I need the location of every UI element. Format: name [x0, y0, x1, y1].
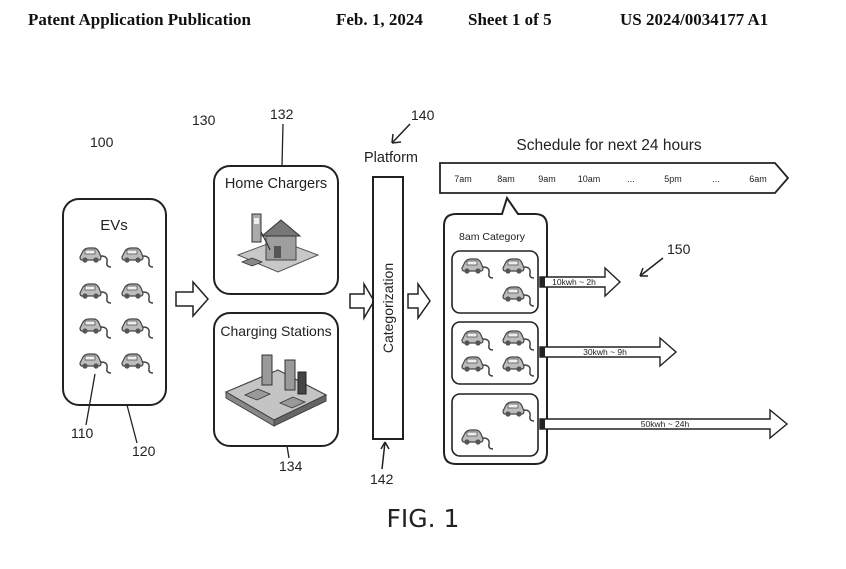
leader-142-arrow — [380, 441, 390, 470]
time-label: 10am — [578, 174, 601, 184]
platform-title: Platform — [364, 150, 418, 166]
category-row-3-box — [451, 393, 539, 457]
ref-134: 134 — [279, 458, 303, 474]
time-label: ... — [712, 174, 720, 184]
ref-132: 132 — [270, 106, 294, 122]
platform-to-category-arrow — [407, 281, 431, 321]
sheet-number: Sheet 1 of 5 — [468, 10, 552, 29]
leader-134 — [286, 445, 290, 459]
leader-150-arrow — [639, 257, 664, 277]
evs-title: EVs — [100, 217, 128, 234]
categorization-label: Categorization — [380, 263, 396, 353]
patent-number: US 2024/0034177 A1 — [620, 10, 769, 29]
category-row-3-label: 50kwh ~ 24h — [641, 419, 690, 429]
charging-stations-title: Charging Stations — [220, 323, 331, 339]
time-label: 6am — [749, 174, 767, 184]
category-row-2-label: 30kwh ~ 9h — [583, 347, 627, 357]
leader-140-arrow — [391, 123, 411, 144]
figure-caption: FIG. 1 — [386, 504, 460, 533]
ref-142: 142 — [370, 471, 394, 487]
house-charger-icon — [236, 213, 320, 273]
category-row-2-arrow — [539, 336, 678, 368]
time-label: 9am — [538, 174, 556, 184]
ref-150: 150 — [667, 241, 691, 257]
charging-station-icon — [224, 354, 328, 427]
row-3-arrow-base — [540, 419, 545, 429]
leader-110 — [85, 373, 96, 426]
time-label: 8am — [497, 174, 515, 184]
ref-100: 100 — [90, 134, 114, 150]
chargers-to-platform-arrow — [349, 281, 375, 321]
timeline-labels: 7am 8am 9am 10am ... 5pm ... 6am — [454, 174, 767, 184]
home-chargers-title: Home Chargers — [225, 176, 327, 192]
schedule-title: Schedule for next 24 hours — [516, 137, 702, 154]
row-1-arrow-base — [540, 277, 545, 287]
ref-120: 120 — [132, 443, 156, 459]
leader-120 — [126, 404, 138, 444]
platform-bar — [372, 176, 404, 440]
category-title: 8am Category — [459, 231, 526, 243]
publication-date: Feb. 1, 2024 — [336, 10, 423, 29]
figure-diagram: 100 130 132 140 150 EVs 110 120 Home Cha… — [62, 106, 790, 487]
time-label: 7am — [454, 174, 472, 184]
category-row-1-label: 10kwh ~ 2h — [552, 277, 596, 287]
ref-130: 130 — [192, 112, 216, 128]
schedule-timeline-arrow — [439, 162, 790, 194]
time-label: ... — [627, 174, 635, 184]
category-row-3-arrow — [539, 408, 789, 440]
leader-132 — [281, 123, 284, 167]
category-row-2-box — [451, 321, 539, 385]
publication-label: Patent Application Publication — [28, 10, 251, 29]
evs-to-chargers-arrow — [175, 280, 210, 318]
time-label: 5pm — [664, 174, 682, 184]
ref-110: 110 — [71, 425, 94, 441]
row-2-arrow-base — [540, 347, 545, 357]
category-row-1-arrow — [539, 266, 622, 298]
ref-140: 140 — [411, 107, 435, 123]
category-row-1-box — [451, 250, 539, 314]
